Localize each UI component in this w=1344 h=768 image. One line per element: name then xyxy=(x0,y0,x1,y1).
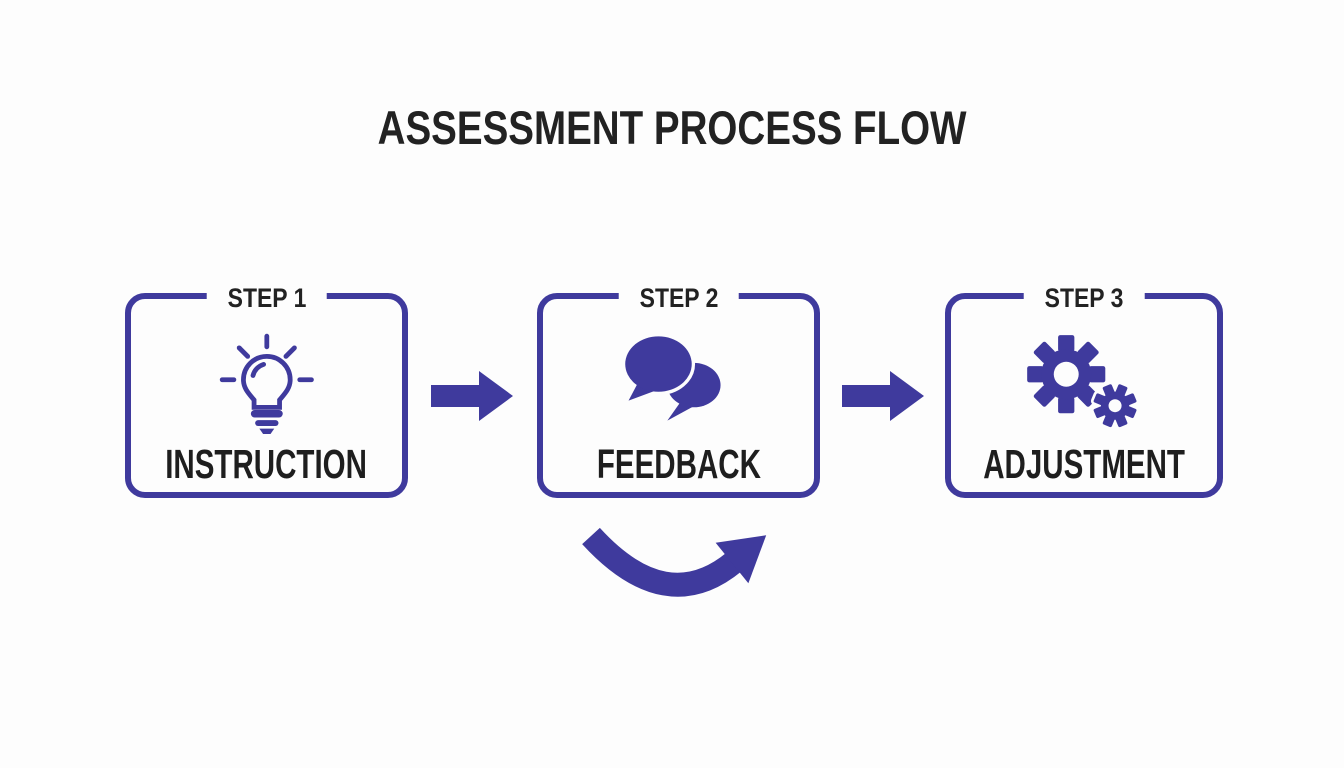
step-2-title: FEEDBACK xyxy=(596,441,761,487)
step-box-adjustment: STEP 3 xyxy=(945,283,1223,498)
step-3-label: STEP 3 xyxy=(1044,283,1124,313)
step-box-feedback: STEP 2 xyxy=(537,283,820,498)
step-1-title: INSTRUCTION xyxy=(165,441,368,487)
step-1-label: STEP 1 xyxy=(227,283,306,313)
step-2-tab: STEP 2 xyxy=(618,283,739,313)
curved-loop-arrow xyxy=(566,516,781,616)
step-box-instruction: STEP 1 xyxy=(125,283,408,498)
page-title: ASSESSMENT PROCESS FLOW xyxy=(0,100,1344,155)
step-2-content: FEEDBACK xyxy=(543,299,814,492)
gears-icon xyxy=(1025,333,1142,435)
lightbulb-icon xyxy=(219,333,315,435)
step-2-label: STEP 2 xyxy=(639,283,718,313)
step-1-tab: STEP 1 xyxy=(206,283,327,313)
page-title-text: ASSESSMENT PROCESS FLOW xyxy=(377,101,967,154)
speech-bubbles-icon xyxy=(623,333,734,435)
arrow-step1-to-step2 xyxy=(431,368,513,424)
step-1-content: INSTRUCTION xyxy=(131,299,402,492)
arrow-step2-to-step3 xyxy=(842,368,924,424)
step-3-title: ADJUSTMENT xyxy=(983,441,1185,487)
step-3-content: ADJUSTMENT xyxy=(951,299,1217,492)
step-3-tab: STEP 3 xyxy=(1023,283,1145,313)
